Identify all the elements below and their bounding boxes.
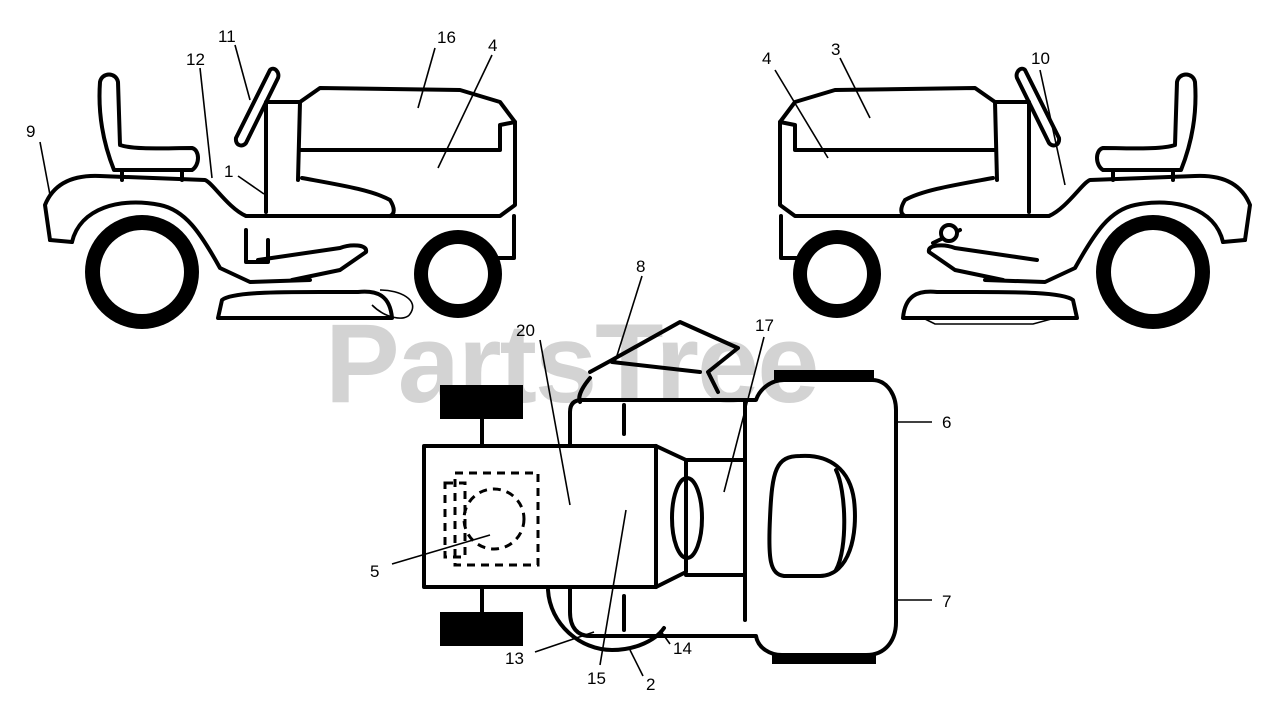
tractor-right-view bbox=[778, 66, 1252, 329]
callout-14: 14 bbox=[673, 639, 692, 658]
callout-20: 20 bbox=[516, 321, 535, 340]
tractor-left-view bbox=[43, 66, 517, 329]
callout-1: 1 bbox=[224, 162, 233, 181]
callout-4-left: 4 bbox=[488, 36, 497, 55]
callout-5: 5 bbox=[370, 562, 379, 581]
callout-15: 15 bbox=[587, 669, 606, 688]
callout-2: 2 bbox=[646, 675, 655, 694]
callout-4-right: 4 bbox=[762, 49, 771, 68]
callout-numbers: 9 11 12 1 16 4 4 3 10 8 20 17 6 7 5 13 1… bbox=[26, 27, 1050, 694]
callout-9: 9 bbox=[26, 122, 35, 141]
callout-13: 13 bbox=[505, 649, 524, 668]
leader-lines bbox=[39, 44, 1066, 677]
callout-7: 7 bbox=[942, 592, 951, 611]
callout-17: 17 bbox=[755, 316, 774, 335]
tractor-top-view bbox=[422, 320, 898, 664]
callout-8: 8 bbox=[636, 257, 645, 276]
callout-3: 3 bbox=[831, 40, 840, 59]
callout-16: 16 bbox=[437, 28, 456, 47]
callout-11: 11 bbox=[218, 27, 236, 46]
callout-10: 10 bbox=[1031, 49, 1050, 68]
callout-12: 12 bbox=[186, 50, 205, 69]
lift-lever bbox=[931, 223, 962, 245]
callout-6: 6 bbox=[942, 413, 951, 432]
